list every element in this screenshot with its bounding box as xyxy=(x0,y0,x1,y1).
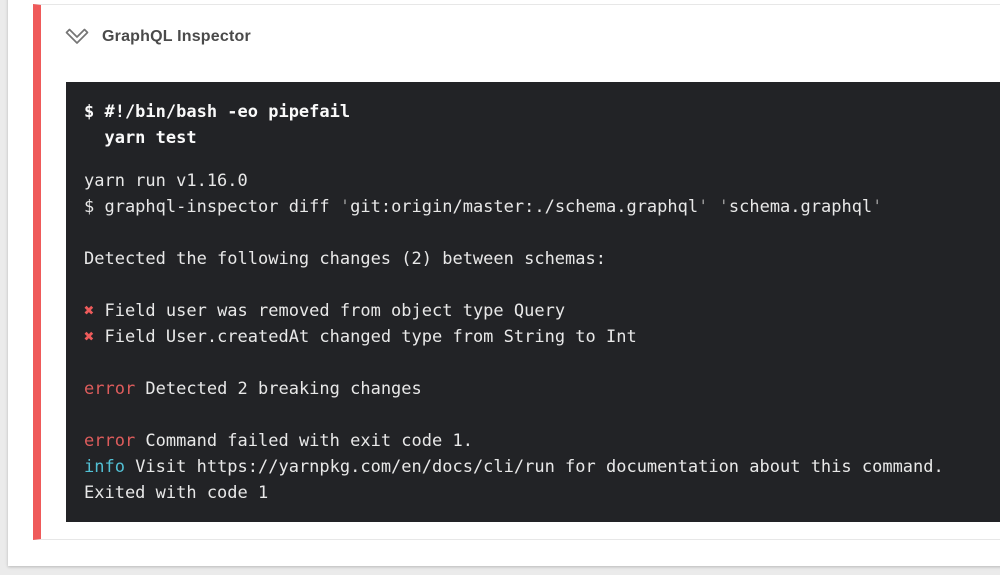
terminal-output-line: ✖ Field user was removed from object typ… xyxy=(84,301,566,321)
step-title: GraphQL Inspector xyxy=(102,28,251,45)
terminal-output-line xyxy=(84,272,1000,298)
terminal-output-line: ✖ Field User.createdAt changed type from… xyxy=(84,327,637,347)
terminal-command-line: yarn test xyxy=(84,128,197,148)
terminal-output-line: error Command failed with exit code 1. xyxy=(84,431,473,451)
chevron-double-down-icon[interactable] xyxy=(64,27,90,47)
terminal-output-line: Detected the following changes (2) betwe… xyxy=(84,249,606,269)
content-card: GraphQL Inspector $ #!/bin/bash -eo pipe… xyxy=(8,0,1000,566)
terminal-command-line: $ #!/bin/bash -eo pipefail xyxy=(84,102,351,122)
build-step-section: GraphQL Inspector $ #!/bin/bash -eo pipe… xyxy=(33,4,1000,540)
terminal-command-block: $ #!/bin/bash -eo pipefail yarn test xyxy=(84,99,1000,151)
terminal-output-line: info Visit https://yarnpkg.com/en/docs/c… xyxy=(84,457,944,477)
terminal-output-line: Exited with code 1 xyxy=(84,483,269,503)
terminal-output: $ #!/bin/bash -eo pipefail yarn test yar… xyxy=(66,82,1000,522)
terminal-output-line xyxy=(84,350,1000,376)
terminal-output-line: yarn run v1.16.0 xyxy=(84,171,248,191)
terminal-output-line: $ graphql-inspector diff 'git:origin/mas… xyxy=(84,197,883,217)
terminal-output-block: yarn run v1.16.0 $ graphql-inspector diff… xyxy=(84,168,1000,506)
step-header[interactable]: GraphQL Inspector xyxy=(64,26,1000,48)
terminal-output-line: error Detected 2 breaking changes xyxy=(84,379,422,399)
terminal-output-line xyxy=(84,402,1000,428)
terminal-output-line xyxy=(84,220,1000,246)
